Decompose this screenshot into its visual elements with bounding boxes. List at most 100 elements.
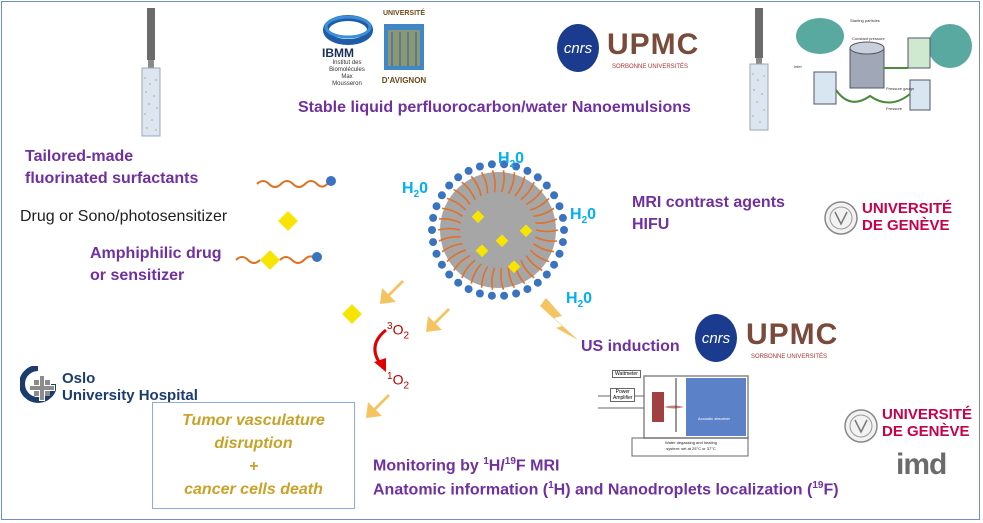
mri-hifu-label: MRI contrast agents HIFU — [632, 194, 785, 233]
surfactant-head — [429, 238, 438, 247]
red-curved-arrow-icon — [373, 328, 387, 372]
ultrasound-tube-right-icon — [749, 8, 769, 131]
surfactant-tail — [520, 260, 535, 279]
released-drug-diamond-icon — [342, 304, 362, 324]
nanodroplet-icon — [428, 160, 568, 300]
surfactant-tail — [480, 266, 489, 288]
surfactant-head — [487, 160, 496, 169]
upmc-logo-mid: UPMC — [746, 318, 839, 351]
surfactant-head — [464, 285, 473, 294]
surfactant-head — [464, 166, 473, 175]
cnrs-text-mid: cnrs — [702, 330, 731, 347]
surfactant-tail — [520, 181, 535, 201]
surfactant-head — [542, 181, 551, 190]
surfactant-tail — [438, 236, 461, 242]
upmc-sub-mid: SORBONNE UNIVERSITÉS — [751, 354, 828, 360]
avignon-logo: UNIVERSITÉ D'AVIGNON — [380, 10, 428, 92]
surfactant-tail — [441, 242, 463, 253]
surfactant-head — [475, 162, 484, 171]
surfactant-tail — [453, 188, 471, 205]
surfactant-tail — [453, 254, 471, 271]
surfactant-tail — [491, 267, 496, 290]
avignon-bottom-text: D'AVIGNON — [381, 76, 427, 85]
surfactant-tail — [446, 197, 467, 211]
upmc-sub-top: SORBONNE UNIVERSITÉS — [612, 64, 689, 70]
surfactant-tail — [461, 259, 476, 279]
ibmm-logo: IBMM Institut des Biomolécules Max Mouss… — [318, 10, 378, 88]
surfactant-tail — [437, 227, 461, 231]
amphiphilic-label: Amphiphilic drug or sensitizer — [90, 245, 222, 284]
arrows-layer — [366, 280, 578, 418]
apparatus-drawing-icon — [598, 375, 749, 457]
ultrasound-tube-left-icon — [141, 8, 161, 137]
surfactants-label: Tailored-made fluorinated surfactants — [25, 148, 199, 187]
surfactant-head — [558, 213, 567, 222]
surfactant-tail — [507, 266, 516, 289]
surfactant-head — [500, 160, 509, 169]
h2o-label-right: H20 — [570, 206, 597, 227]
surfactant-head — [523, 285, 532, 294]
surfactant-tail — [470, 263, 482, 284]
surfactant-tail — [438, 218, 461, 224]
surfactant-tail — [446, 249, 466, 263]
drug-label: Drug or Sono/photosensitizer — [20, 208, 228, 225]
ibmm-ring-icon — [323, 15, 373, 45]
geneve-seal-icon-top — [824, 201, 858, 235]
surfactant-head — [432, 249, 441, 258]
surfactant-head — [512, 289, 521, 298]
h2o-label-top: H20 — [498, 150, 525, 171]
oslo-logo-icon — [20, 366, 56, 403]
ibmm-name: IBMM — [322, 46, 354, 60]
surfactant-tail — [535, 229, 559, 233]
surfactant-head — [429, 213, 438, 222]
tumor-outcome-box: Tumor vasculature disruption + cancer ce… — [152, 402, 355, 509]
surfactant-head — [558, 238, 567, 247]
emulsification-process-icon: Starting particles Constant pressure Pre… — [794, 18, 972, 111]
cnrs-logo-top: cnrs — [557, 24, 599, 72]
upmc-logo-top: UPMC — [607, 28, 700, 61]
surfactant-tail — [491, 170, 496, 193]
surfactant-tail — [533, 207, 555, 218]
svg-text:Pressure gauge: Pressure gauge — [886, 86, 915, 91]
surfactant-head — [550, 260, 559, 269]
wattmeter-label: Wattmeter — [612, 370, 641, 378]
surfactant-tail — [442, 207, 464, 217]
svg-text:Inlet: Inlet — [794, 64, 802, 69]
lightning-bolt-icon — [540, 298, 578, 340]
surfactant-head — [512, 162, 521, 171]
surfactant-tail — [480, 171, 489, 194]
surfactant-tail — [514, 176, 526, 197]
triplet-oxygen-label: 3O2 — [387, 321, 410, 342]
power-amplifier-label: Power Amplifier — [610, 388, 636, 402]
surfactant-head — [533, 278, 542, 287]
singlet-oxygen-label: 1O2 — [387, 371, 410, 392]
surfactant-head — [487, 291, 496, 300]
geneve-logo-bottom: UNIVERSITÉ DE GENÈVE — [882, 406, 973, 440]
surfactant-tail — [461, 181, 476, 200]
surfactant-head — [542, 270, 551, 279]
svg-text:Constant pressure: Constant pressure — [852, 36, 885, 41]
surfactant-head — [454, 278, 463, 287]
surfactant-tail — [507, 172, 516, 194]
avignon-top-text: UNIVERSITÉ — [382, 10, 425, 17]
surfactant-head — [550, 191, 559, 200]
surfactant-head — [428, 226, 436, 234]
surfactant-head — [500, 291, 509, 300]
geneve-seal-icon-bottom — [844, 409, 878, 443]
surfactant-head — [533, 173, 542, 182]
water-system-label: Water degassing and heating system: set … — [665, 440, 717, 451]
surfactant-head — [432, 202, 441, 211]
ibmm-subtitle: Institut des Biomolécules Max Mousseron — [329, 60, 365, 87]
cnrs-text: cnrs — [564, 40, 593, 57]
surfactant-head — [437, 260, 446, 269]
anatomic-label: Anatomic information (1H) and Nanodrople… — [373, 480, 839, 499]
surfactant-tail — [529, 249, 550, 263]
surfactant-tail — [530, 197, 550, 211]
monitoring-label: Monitoring by 1H/19F MRI — [373, 456, 560, 475]
surfactant-head — [523, 166, 532, 175]
surfactant-head — [437, 191, 446, 200]
surfactant-head — [445, 270, 454, 279]
imd-logo: imd — [896, 448, 947, 481]
arrow-to-drug-icon — [380, 280, 404, 304]
amphiphilic-molecule-icon — [235, 250, 322, 270]
